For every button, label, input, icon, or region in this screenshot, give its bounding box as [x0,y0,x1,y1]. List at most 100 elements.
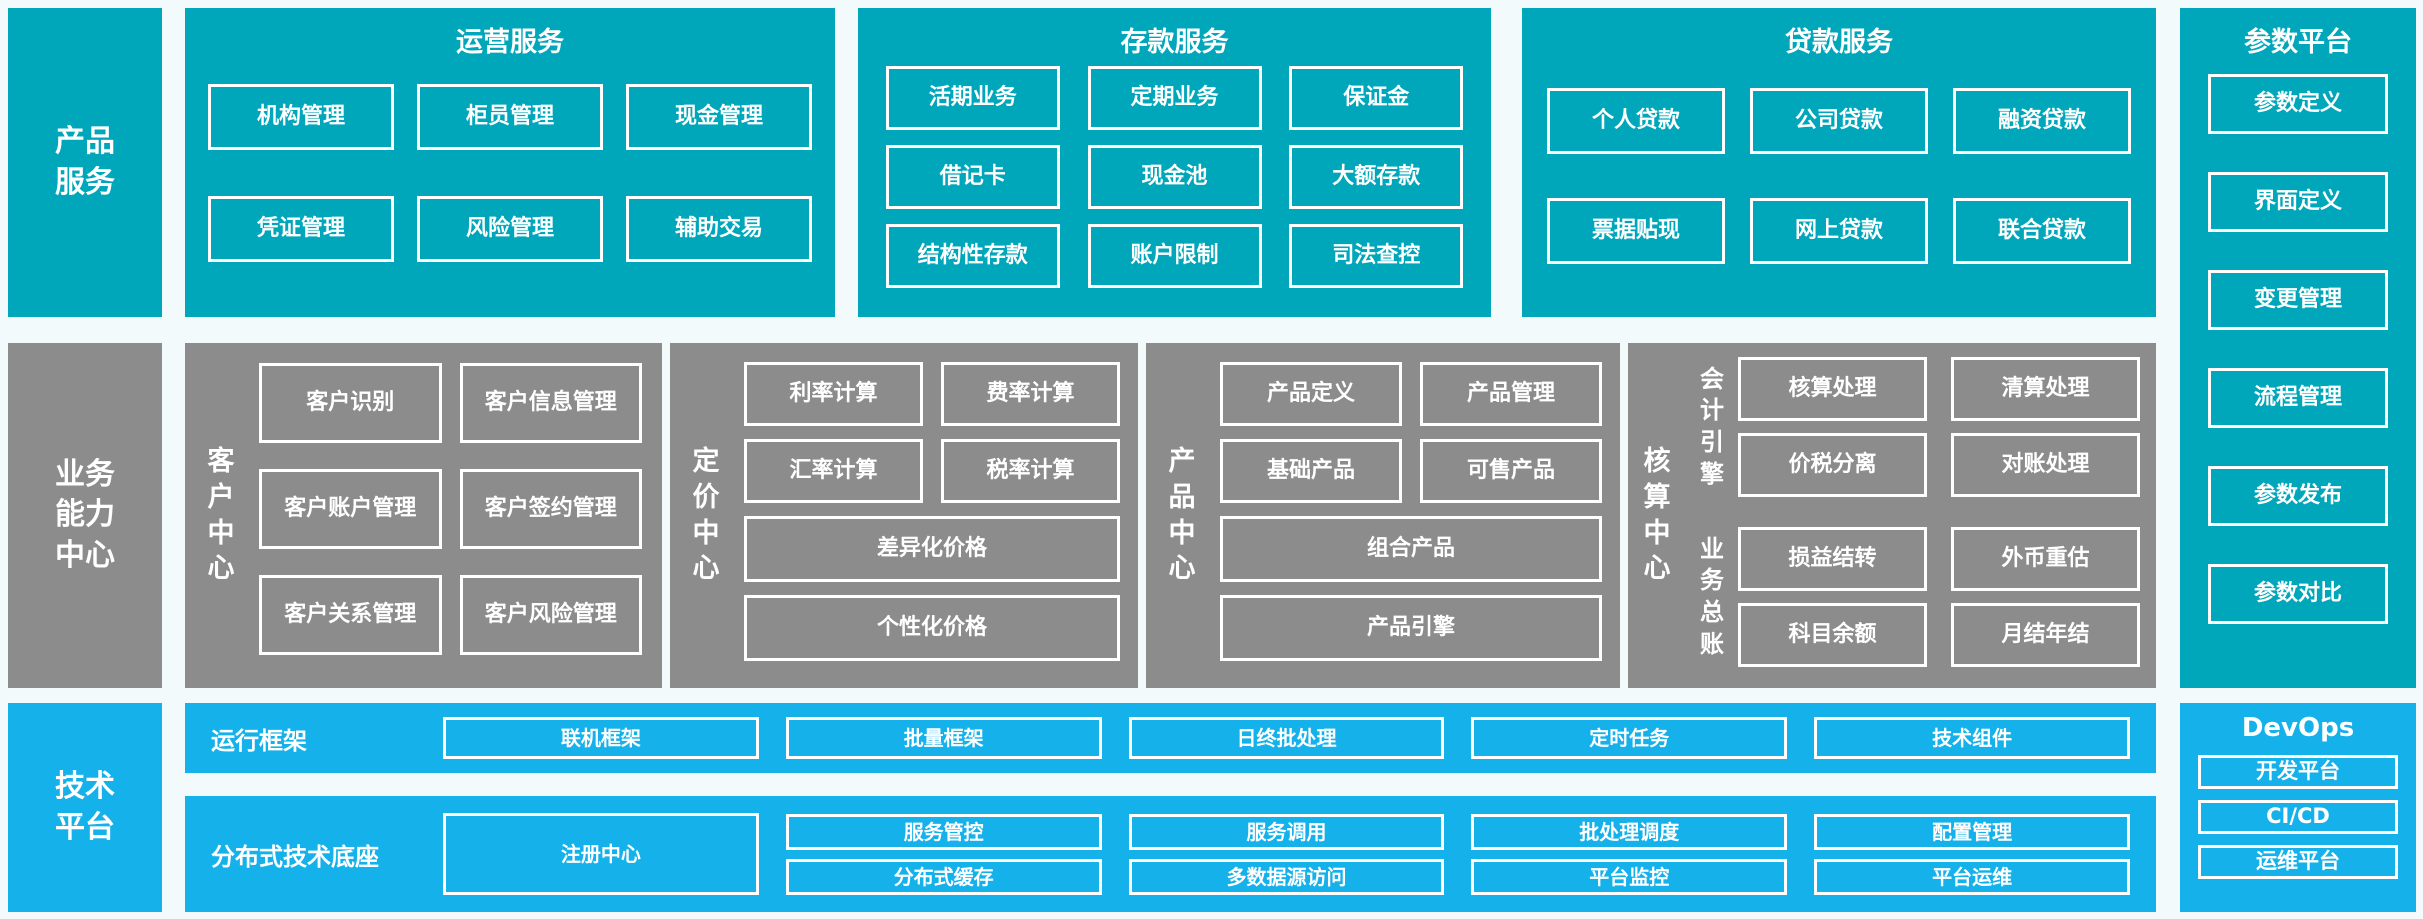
module-box: 差异化价格 [744,516,1120,582]
center-label: 客户中心 [185,343,257,688]
row-label-text: 技术平台 [55,769,115,845]
module-box: 客户信息管理 [459,363,642,443]
module-box: 技术组件 [1814,717,2130,759]
module-box: 个性化价格 [744,595,1120,661]
module-box: 司法查控 [1289,224,1464,288]
module-box: 组合产品 [1220,516,1602,582]
module-box: 客户账户管理 [259,469,442,549]
center-label-text: 客户中心 [207,446,235,585]
module-box: 配置管理 [1814,813,2130,850]
module-box: 网上贷款 [1750,198,1928,264]
center-label: 定价中心 [670,343,742,688]
section-title: DevOps [2241,713,2355,743]
module-box: 批处理调度 [1471,813,1788,850]
module-box: 公司贷款 [1750,88,1928,154]
module-box: 账户限制 [1087,224,1262,288]
section-operations-services: 运营服务 机构管理 柜员管理 现金管理 凭证管理 风险管理 辅助交易 [185,8,835,317]
module-box: 注册中心 [443,813,759,895]
parameter-list: 参数定义 界面定义 变更管理 流程管理 参数发布 参数对比 [2180,74,2416,624]
customer-grid: 客户识别 客户信息管理 客户账户管理 客户签约管理 客户关系管理 客户风险管理 [257,343,662,688]
section-customer-center: 客户中心 客户识别 客户信息管理 客户账户管理 客户签约管理 客户关系管理 客户… [185,343,662,688]
module-box: 凭证管理 [208,196,394,262]
module-box: 服务调用 [1128,813,1445,850]
module-box: 界面定义 [2208,172,2388,232]
center-label: 产品中心 [1146,343,1218,688]
module-box: 变更管理 [2208,270,2388,330]
section-title: 贷款服务 [1785,27,1893,58]
subgroup-label-text: 会计引擎 [1700,364,1724,488]
distributed-column: 服务管控 分布式缓存 [785,813,1102,895]
module-box: 对账处理 [1951,433,2140,497]
distributed-column: 配置管理 平台运维 [1814,813,2130,895]
module-box: 产品引擎 [1220,595,1602,661]
operations-grid: 机构管理 柜员管理 现金管理 凭证管理 风险管理 辅助交易 [185,84,835,262]
module-box: 平台运维 [1814,858,2130,895]
module-box: CI/CD [2198,800,2398,834]
module-box: 产品管理 [1420,362,1602,426]
row-label-technology-platform: 技术平台 [8,703,162,912]
distributed-column: 批处理调度 平台监控 [1471,813,1788,895]
module-box: 柜员管理 [417,84,603,150]
row-label-product-services: 产品服务 [8,8,162,317]
section-deposit-services: 存款服务 活期业务 定期业务 保证金 借记卡 现金池 大额存款 结构性存款 账户… [858,8,1491,317]
row-label-text: 产品服务 [55,124,115,200]
module-box: 客户关系管理 [259,575,442,655]
module-box: 活期业务 [885,66,1060,130]
module-box: 参数定义 [2208,74,2388,134]
business-ledger-grid: 损益结转 外币重估 科目余额 月结年结 [1738,527,2140,667]
section-accounting-center: 核算中心 会计引擎 核算处理 清算处理 价税分离 对账处理 业务总账 损 [1628,343,2156,688]
distributed-column: 服务调用 多数据源访问 [1128,813,1445,895]
module-box: 汇率计算 [744,439,923,503]
module-box: 结构性存款 [885,224,1060,288]
accounting-groups: 会计引擎 核算处理 清算处理 价税分离 对账处理 业务总账 损益结转 外币重估 … [1686,343,2156,688]
deposit-grid: 活期业务 定期业务 保证金 借记卡 现金池 大额存款 结构性存款 账户限制 司法… [858,66,1491,288]
section-product-center: 产品中心 产品定义 产品管理 基础产品 可售产品 组合产品 产品引擎 [1146,343,1620,688]
center-label-text: 定价中心 [692,446,720,585]
module-box: 平台监控 [1471,858,1788,895]
module-box: 产品定义 [1220,362,1402,426]
accounting-engine-group: 会计引擎 核算处理 清算处理 价税分离 对账处理 [1686,357,2140,497]
runtime-boxes: 联机框架 批量框架 日终批处理 定时任务 技术组件 [443,717,2130,759]
center-label-text: 核算中心 [1643,446,1671,585]
section-loan-services: 贷款服务 个人贷款 公司贷款 融资贷款 票据贴现 网上贷款 联合贷款 [1522,8,2156,317]
row-label-business-capability: 业务能力中心 [8,343,162,688]
module-box: 基础产品 [1220,439,1402,503]
module-box: 参数对比 [2208,564,2388,624]
subgroup-label-text: 业务总账 [1700,534,1724,658]
center-label-text: 产品中心 [1168,446,1196,585]
module-box: 融资贷款 [1953,88,2131,154]
module-box: 借记卡 [885,145,1060,209]
section-parameter-platform: 参数平台 参数定义 界面定义 变更管理 流程管理 参数发布 参数对比 [2180,8,2416,688]
module-box: 科目余额 [1738,603,1927,667]
distributed-boxes: 注册中心 服务管控 分布式缓存 服务调用 多数据源访问 批处理调度 平台监控 配… [443,813,2130,895]
module-box: 日终批处理 [1128,717,1445,759]
product-grid: 产品定义 产品管理 基础产品 可售产品 组合产品 产品引擎 [1218,343,1620,688]
band-distributed-base: 分布式技术底座 注册中心 服务管控 分布式缓存 服务调用 多数据源访问 批处理调… [185,796,2156,912]
module-box: 流程管理 [2208,368,2388,428]
module-box: 分布式缓存 [785,858,1102,895]
module-box: 多数据源访问 [1128,858,1445,895]
devops-list: 开发平台 CI/CD 运维平台 [2180,755,2416,879]
module-box: 个人贷款 [1547,88,1725,154]
module-box: 客户风险管理 [459,575,642,655]
section-devops: DevOps 开发平台 CI/CD 运维平台 [2180,703,2416,912]
accounting-engine-grid: 核算处理 清算处理 价税分离 对账处理 [1738,357,2140,497]
module-box: 可售产品 [1420,439,1602,503]
module-box: 清算处理 [1951,357,2140,421]
module-box: 客户识别 [259,363,442,443]
band-runtime-framework: 运行框架 联机框架 批量框架 日终批处理 定时任务 技术组件 [185,703,2156,773]
registry-column: 注册中心 [443,813,759,895]
section-title: 存款服务 [1120,27,1229,58]
module-box: 开发平台 [2198,755,2398,789]
module-box: 批量框架 [785,717,1102,759]
module-box: 费率计算 [941,362,1120,426]
module-box: 参数发布 [2208,466,2388,526]
module-box: 风险管理 [417,196,603,262]
module-box: 外币重估 [1951,527,2140,591]
module-box: 服务管控 [785,813,1102,850]
module-box: 损益结转 [1738,527,1927,591]
module-box: 现金池 [1087,145,1262,209]
subgroup-label: 会计引擎 [1686,357,1738,497]
module-box: 大额存款 [1289,145,1464,209]
